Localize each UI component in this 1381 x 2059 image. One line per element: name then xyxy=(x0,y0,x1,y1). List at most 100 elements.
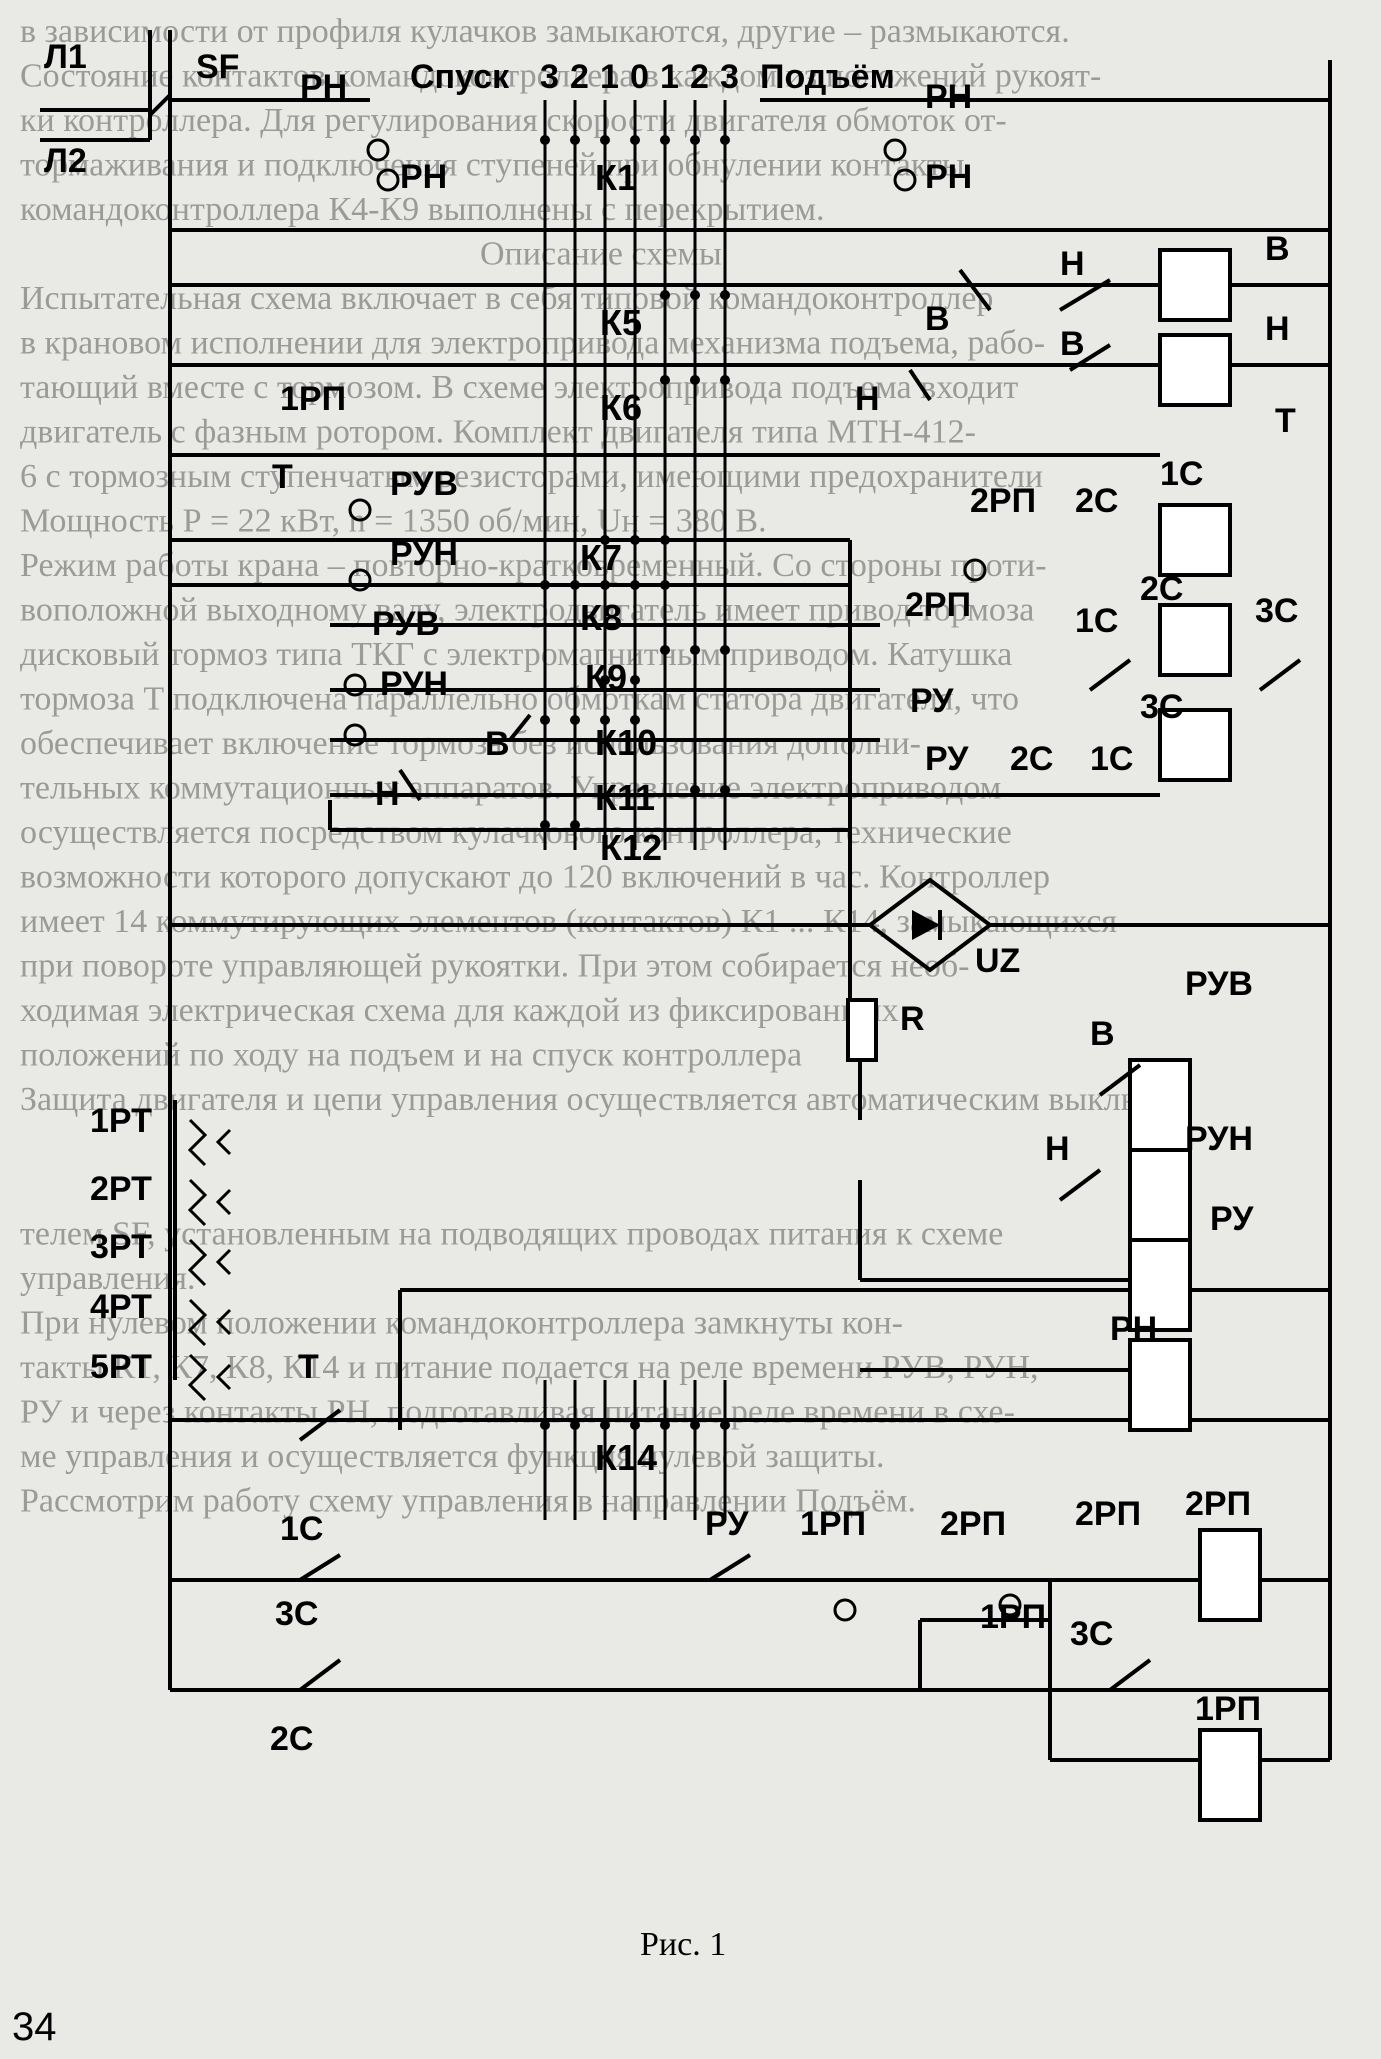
controller-contact-dot xyxy=(660,375,670,385)
relay-1rp-label: 1РП xyxy=(980,1598,1046,1636)
lift-label: Подъём xyxy=(760,58,895,96)
controller-contact-dot xyxy=(600,675,610,685)
controller-contact-dot xyxy=(690,375,700,385)
contact-k5-label: К5 xyxy=(600,302,642,343)
controller-contact-dot xyxy=(660,1420,670,1430)
bleed-through-line: двигатель с фазным ротором. Комплект дви… xyxy=(20,414,976,451)
relay-1rp-label: 1РП xyxy=(280,380,346,418)
bleed-through-line: Мощность Р = 22 кВт, n = 1350 об/мин, Uн… xyxy=(20,503,767,540)
overcurrent-5rt-label: 5РТ xyxy=(90,1348,152,1386)
relay-rn-label: РН xyxy=(400,158,447,196)
contact-v-label: В xyxy=(925,300,950,338)
contact-1s-label: 1С xyxy=(1075,602,1118,640)
relay-rn-label: РН xyxy=(925,158,972,196)
relay-ru-label: РУ xyxy=(705,1505,749,1543)
relay-rn-label: РН xyxy=(1110,1310,1157,1348)
controller-contact-dot xyxy=(720,135,730,145)
descent-label: Спуск xyxy=(410,58,510,96)
contact-t-label: Т xyxy=(298,1348,319,1386)
contact-k9-label: К9 xyxy=(585,657,627,698)
overcurrent-3rt-label: 3РТ xyxy=(90,1228,152,1266)
page-number: 34 xyxy=(12,2005,57,2049)
controller-contact-dot xyxy=(600,1420,610,1430)
controller-contact-dot xyxy=(720,645,730,655)
contact-k10-label: К10 xyxy=(595,722,657,763)
controller-contact-dot xyxy=(600,715,610,725)
coil-2rp-label: 2РП xyxy=(1185,1485,1251,1523)
position-label: 3 xyxy=(720,58,739,96)
relay-2rp-label: 2РП xyxy=(1075,1495,1141,1533)
controller-contact-dot xyxy=(690,785,700,795)
relay-2rp-label: 2РП xyxy=(940,1505,1006,1543)
controller-contact-dot xyxy=(630,715,640,725)
bleed-through-line: Защита двигателя и цепи управления осуще… xyxy=(20,1081,1188,1118)
controller-contact-dot xyxy=(540,1420,550,1430)
relay-ru-label: РУ xyxy=(1210,1200,1254,1238)
relay-ru-label: РУ xyxy=(925,740,969,778)
bleed-through-line: тельных коммутационных аппаратов. Управл… xyxy=(20,770,1001,807)
controller-contact-dot xyxy=(630,1420,640,1430)
bleed-through-line: обеспечивает включение тормоза без испол… xyxy=(20,725,921,762)
bleed-through-line: Состояние контактов командоконтроллера в… xyxy=(20,58,1101,95)
overcurrent-1rt-label: 1РТ xyxy=(90,1102,152,1140)
contact-n-label: Н xyxy=(1045,1130,1070,1168)
position-label: 3 xyxy=(540,58,559,96)
controller-contact-dot xyxy=(660,135,670,145)
relay-run-label: РУН xyxy=(390,535,458,573)
coil-n-label: Н xyxy=(1265,310,1290,348)
bleed-through-line: ходимая электрическая схема для каждой и… xyxy=(20,992,899,1029)
rectifier-uz-label: UZ xyxy=(975,942,1020,980)
controller-contact-dot xyxy=(540,820,550,830)
bleed-through-line: тающий вместе с тормозом. В схеме электр… xyxy=(20,369,1018,406)
controller-contact-dot xyxy=(570,135,580,145)
contact-1s-label: 1С xyxy=(1090,740,1133,778)
coil-1s-label: 1С xyxy=(1160,455,1203,493)
coil-1rp-label: 1РП xyxy=(1195,1690,1261,1728)
bleed-through-line: Режим работы крана – повторно-кратковрем… xyxy=(20,547,1047,584)
controller-contact-dot xyxy=(660,645,670,655)
figure-caption: Рис. 1 xyxy=(640,1926,726,1963)
bleed-through-line: 6 с тормозным ступенчатым резисторами, и… xyxy=(20,458,1043,495)
controller-contact-dot xyxy=(540,580,550,590)
bleed-through-line: тормаживания и подключения ступеней при … xyxy=(20,147,965,184)
coil-2s-label: 2С xyxy=(1140,570,1183,608)
controller-contact-dot xyxy=(600,135,610,145)
relay-ruv-label: РУВ xyxy=(372,605,440,643)
contact-n-label: Н xyxy=(855,380,880,418)
contact-3s-label: 3С xyxy=(1255,592,1298,630)
controller-contact-dot xyxy=(600,535,610,545)
contact-1s-label: 1С xyxy=(280,1510,323,1548)
position-label: 0 xyxy=(630,58,649,96)
contact-v-label: В xyxy=(1060,325,1085,363)
bleed-through-line: тормоза Т подключена параллельно обмотка… xyxy=(20,681,1019,718)
bleed-through-line: в крановом исполнении для электропривода… xyxy=(20,325,1045,362)
controller-contact-dot xyxy=(720,785,730,795)
relay-ruv-label: РУВ xyxy=(390,465,458,503)
position-label: 1 xyxy=(600,58,619,96)
contact-k11-label: К11 xyxy=(595,777,655,818)
controller-contact-dot xyxy=(690,1420,700,1430)
contact-2s-label: 2С xyxy=(270,1720,313,1758)
relay-rn-label: РН xyxy=(300,68,347,106)
bleed-through-line: При нулевом положении командоконтроллера… xyxy=(20,1305,903,1342)
bleed-through-line: ме управления и осуществляется функция н… xyxy=(20,1438,884,1475)
relay-1rp-label: 1РП xyxy=(800,1505,866,1543)
position-label: 2 xyxy=(690,58,709,96)
overcurrent-2rt-label: 2РТ xyxy=(90,1170,152,1208)
bleed-through-line: положений по ходу на подъем и на спуск к… xyxy=(20,1037,802,1074)
controller-contact-dot xyxy=(630,675,640,685)
controller-header: Спуск 3 2 1 0 1 2 3 Подъём xyxy=(410,58,895,96)
bleed-through-line: имеет 14 коммутирующих элементов (контак… xyxy=(20,903,1117,940)
breaker-sf-label: SF xyxy=(196,48,239,86)
contact-n-label: Н xyxy=(1060,245,1085,283)
controller-contact-dot xyxy=(570,715,580,725)
controller-contact-dots xyxy=(540,135,730,1430)
bleed-through-line: ки контроллера. Для регулирования скорос… xyxy=(20,102,1007,139)
supply-labels: Л1 Л2 SF xyxy=(44,38,239,180)
controller-contact-dot xyxy=(630,580,640,590)
contact-3s-label: 3С xyxy=(275,1595,318,1633)
contact-labels: К1 К5 К6 К7 К8 К9 К10 К11 К12 К14 xyxy=(580,157,662,1478)
controller-contact-dot xyxy=(570,580,580,590)
controller-contact-dot xyxy=(660,580,670,590)
contact-k6-label: К6 xyxy=(600,387,642,428)
